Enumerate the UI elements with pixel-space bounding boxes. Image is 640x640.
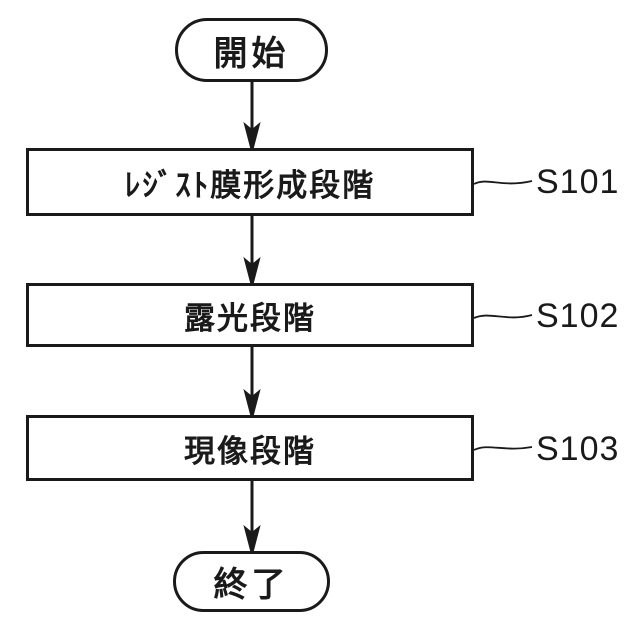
arrowhead-icon xyxy=(243,388,261,422)
step-ref-s102: S102 xyxy=(536,297,620,335)
ref-connector-2 xyxy=(473,314,533,319)
arrowhead-icon xyxy=(243,256,261,290)
step-box-resist-film: ﾚｼﾞｽﾄ膜形成段階 xyxy=(26,148,474,216)
ref-connector-3 xyxy=(473,446,533,451)
end-label: 終了 xyxy=(213,566,290,604)
step-ref-s101: S101 xyxy=(536,163,620,201)
start-node: 開始 xyxy=(175,18,328,82)
step-label: ﾚｼﾞｽﾄ膜形成段階 xyxy=(124,167,376,203)
arrowhead-icon xyxy=(243,121,261,155)
ref-connectors xyxy=(473,180,533,451)
step-box-development: 現像段階 xyxy=(26,415,474,481)
step-label: 露光段階 xyxy=(184,300,316,336)
step-label: 現像段階 xyxy=(184,433,316,469)
ref-connector-1 xyxy=(473,180,533,185)
step-ref-s103: S103 xyxy=(536,430,620,468)
arrowhead-icon xyxy=(243,524,261,558)
start-label: 開始 xyxy=(213,34,290,73)
step-box-exposure: 露光段階 xyxy=(26,283,474,347)
flow-arrows xyxy=(243,82,261,558)
end-node: 終了 xyxy=(173,551,330,612)
